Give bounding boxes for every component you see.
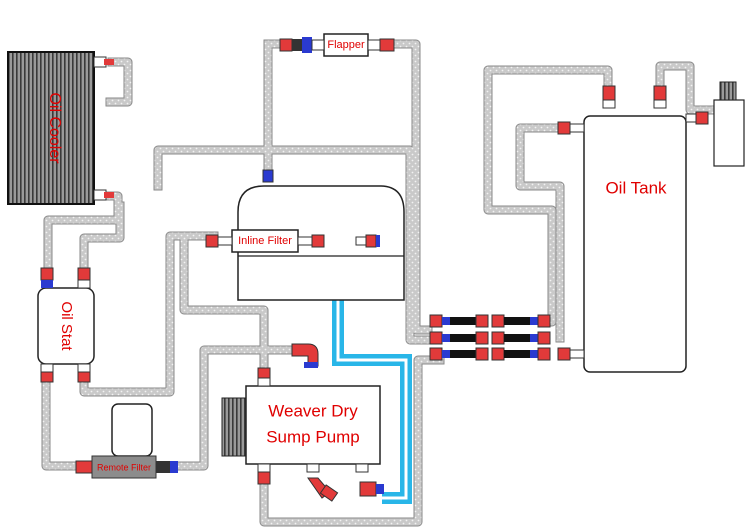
bulkhead-row-3 — [429, 347, 551, 361]
bulkhead-row-2 — [429, 331, 551, 345]
oil-stat-fitting-br — [77, 363, 91, 383]
bulkhead-row-1 — [429, 314, 551, 328]
inline-filter: Inline Filter — [205, 229, 380, 253]
oil-stat-fitting-tl — [40, 267, 54, 288]
oil-stat-label: Oil Stat — [58, 301, 75, 351]
oil-cooler-fitting-top — [93, 56, 114, 68]
pump-label-line1: Weaver Dry — [268, 401, 358, 420]
flapper-label: Flapper — [327, 39, 365, 51]
inline-filter-label: Inline Filter — [238, 235, 292, 247]
pump-label-line2: Sump Pump — [266, 427, 360, 446]
oil-stat-fitting-tr — [77, 267, 91, 289]
oil-stat-fitting-bl — [40, 363, 54, 383]
remote-filter: Remote Filter — [75, 403, 178, 479]
weaver-pump: Weaver Dry Sump Pump — [221, 367, 384, 502]
flapper: Flapper — [279, 33, 395, 57]
oil-cooler-fitting-bottom — [93, 189, 114, 201]
flapper-drop-fitting — [262, 169, 274, 183]
oil-cooler: Oil Cooler — [7, 51, 114, 205]
oil-tank-label: Oil Tank — [605, 178, 667, 197]
oil-cooler-label: Oil Cooler — [46, 92, 63, 164]
hose-stat-remote — [41, 377, 83, 471]
scavenge-line — [332, 300, 412, 504]
breather-can — [713, 81, 745, 167]
hoses — [41, 39, 721, 527]
oil-tank: Oil Tank — [557, 85, 709, 373]
remote-filter-label: Remote Filter — [97, 462, 151, 472]
bulkhead-fittings — [429, 314, 551, 361]
oil-stat: Oil Stat — [37, 267, 95, 383]
pump-upper-elbow — [291, 343, 319, 368]
